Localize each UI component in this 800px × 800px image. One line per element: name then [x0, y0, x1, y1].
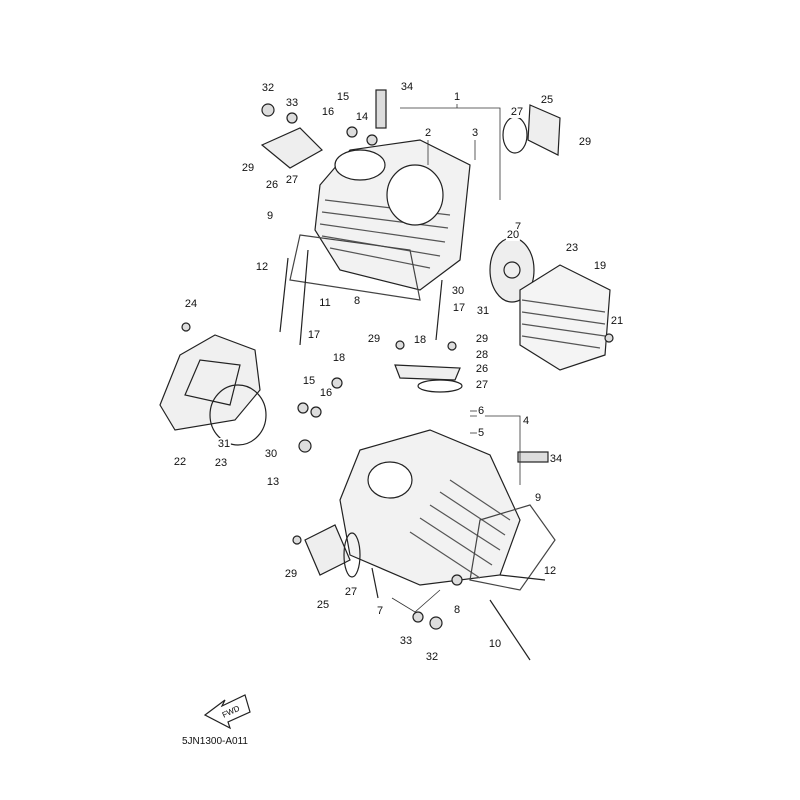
- callout-21[interactable]: 21: [609, 315, 625, 327]
- callout-2[interactable]: 2: [423, 127, 433, 139]
- callout-27[interactable]: 27: [509, 106, 525, 118]
- callout-17[interactable]: 17: [306, 329, 322, 341]
- callout-31[interactable]: 31: [475, 305, 491, 317]
- callout-33[interactable]: 33: [398, 635, 414, 647]
- callout-22[interactable]: 22: [172, 456, 188, 468]
- callout-5[interactable]: 5: [476, 427, 486, 439]
- callout-16[interactable]: 16: [320, 106, 336, 118]
- callout-32[interactable]: 32: [260, 82, 276, 94]
- cover-19: [519, 264, 611, 371]
- callout-1[interactable]: 1: [452, 91, 462, 103]
- callout-25[interactable]: 25: [539, 94, 555, 106]
- spark-plug-lower: [517, 451, 549, 463]
- callout-9[interactable]: 9: [533, 492, 543, 504]
- fwd-text: FWD: [221, 704, 242, 720]
- callout-4[interactable]: 4: [521, 415, 531, 427]
- callout-7[interactable]: 7: [375, 605, 385, 617]
- callout-24[interactable]: 24: [183, 298, 199, 310]
- callout-13[interactable]: 13: [265, 476, 281, 488]
- callout-26[interactable]: 26: [474, 363, 490, 375]
- callout-8[interactable]: 8: [452, 604, 462, 616]
- callout-34[interactable]: 34: [548, 453, 564, 465]
- callout-23[interactable]: 23: [213, 457, 229, 469]
- callout-18[interactable]: 18: [331, 352, 347, 364]
- callout-29[interactable]: 29: [366, 333, 382, 345]
- callout-18[interactable]: 18: [412, 334, 428, 346]
- callout-29[interactable]: 29: [474, 333, 490, 345]
- callout-12[interactable]: 12: [254, 261, 270, 273]
- rear-cylinder-head: [339, 429, 556, 591]
- callout-10[interactable]: 10: [487, 638, 503, 650]
- callout-7[interactable]: 7: [513, 221, 523, 233]
- callout-27[interactable]: 27: [474, 379, 490, 391]
- cover-26-lower: [394, 364, 463, 393]
- fwd-arrow: [203, 694, 251, 730]
- callout-29[interactable]: 29: [577, 136, 593, 148]
- callout-15[interactable]: 15: [335, 91, 351, 103]
- callout-28[interactable]: 28: [474, 349, 490, 361]
- callout-19[interactable]: 19: [592, 260, 608, 272]
- front-cylinder-head: [289, 139, 471, 301]
- callout-11[interactable]: 11: [318, 297, 332, 309]
- drawing-code: 5JN1300-A011: [182, 736, 248, 747]
- callout-3[interactable]: 3: [470, 127, 480, 139]
- callout-23[interactable]: 23: [564, 242, 580, 254]
- bolts: [181, 103, 614, 630]
- callout-14[interactable]: 14: [354, 111, 370, 123]
- callout-12[interactable]: 12: [542, 565, 558, 577]
- callout-30[interactable]: 30: [263, 448, 279, 460]
- cover-25-lower: [304, 524, 361, 578]
- callout-26[interactable]: 26: [264, 179, 280, 191]
- callout-16[interactable]: 16: [318, 387, 334, 399]
- callout-17[interactable]: 17: [451, 302, 467, 314]
- callout-33[interactable]: 33: [284, 97, 300, 109]
- callout-31[interactable]: 31: [216, 438, 232, 450]
- callout-27[interactable]: 27: [284, 174, 300, 186]
- cover-22: [159, 334, 267, 446]
- callout-15[interactable]: 15: [301, 375, 317, 387]
- callout-27[interactable]: 27: [343, 586, 359, 598]
- head-cover-left: [260, 127, 323, 169]
- callout-8[interactable]: 8: [352, 295, 362, 307]
- callout-6[interactable]: 6: [476, 405, 486, 417]
- studs-lower: [371, 567, 546, 661]
- callout-32[interactable]: 32: [424, 651, 440, 663]
- callout-25[interactable]: 25: [315, 599, 331, 611]
- spark-plug-upper: [375, 89, 387, 129]
- callout-9[interactable]: 9: [265, 210, 275, 222]
- callout-34[interactable]: 34: [399, 81, 415, 93]
- callout-30[interactable]: 30: [450, 285, 466, 297]
- callout-29[interactable]: 29: [283, 568, 299, 580]
- callout-29[interactable]: 29: [240, 162, 256, 174]
- studs-upper: [279, 249, 443, 346]
- callout-20[interactable]: 20: [505, 229, 521, 241]
